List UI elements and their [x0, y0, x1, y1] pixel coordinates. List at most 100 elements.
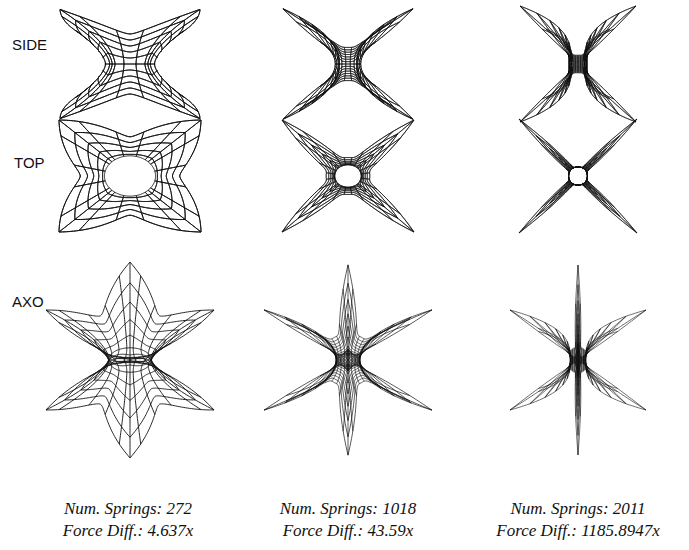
mesh-line: [549, 148, 607, 204]
mesh-line: [155, 181, 186, 187]
mesh-line: [103, 70, 157, 75]
mesh-view: [283, 9, 413, 120]
mesh-line: [356, 22, 392, 106]
mesh-line: [98, 42, 162, 52]
mesh-line: [283, 9, 413, 48]
mesh-line: [155, 165, 186, 171]
mesh-line: [299, 78, 397, 111]
mesh-line: [116, 196, 124, 220]
mesh-line: [79, 192, 115, 230]
mesh-line: [151, 136, 200, 164]
mesh-line: [103, 154, 158, 197]
mesh-line: [302, 299, 395, 356]
mesh-view: [264, 265, 432, 455]
mesh-line: [545, 301, 611, 359]
mesh-line: [585, 182, 637, 233]
mesh-line: [569, 167, 588, 185]
mesh-line: [334, 164, 361, 187]
mesh-line: [98, 76, 162, 86]
mesh-line: [282, 120, 414, 232]
mesh-line: [330, 161, 366, 192]
mesh-line: [519, 119, 571, 170]
mesh-line: [325, 326, 371, 359]
mesh-line: [98, 150, 163, 201]
mesh-view: [510, 265, 646, 455]
mesh-line: [335, 165, 361, 187]
mesh-line: [312, 25, 384, 53]
mesh-line: [88, 143, 172, 209]
mesh-line: [94, 320, 166, 362]
mesh-line: [537, 72, 619, 115]
mesh-line: [536, 136, 619, 217]
mesh-line: [148, 120, 201, 162]
mesh-line: [519, 119, 637, 233]
mesh-line: [569, 167, 588, 185]
mesh-line: [584, 29, 610, 99]
mesh-line: [356, 22, 392, 106]
mesh-line: [81, 361, 179, 418]
mesh-line: [330, 161, 366, 192]
mesh-line: [74, 181, 105, 187]
mesh-line: [264, 265, 432, 355]
mesh-line: [283, 81, 413, 120]
mesh-line: [151, 323, 201, 410]
mesh-line: [298, 134, 397, 218]
mesh-line: [60, 94, 200, 119]
mesh-line: [546, 29, 572, 99]
mesh-line: [74, 165, 105, 171]
caption-line: Num. Springs: 272: [62, 499, 194, 519]
mesh-line: [312, 145, 385, 207]
mesh-line: [116, 132, 124, 156]
mesh-line: [322, 154, 374, 198]
mesh-line: [46, 310, 109, 410]
mesh-line: [151, 310, 201, 397]
mesh-line: [60, 9, 200, 34]
row-label: SIDE: [10, 36, 49, 54]
mesh-line: [151, 310, 214, 410]
mesh-line: [81, 302, 179, 359]
mesh-line: [59, 120, 201, 232]
mesh-line: [104, 156, 155, 196]
mesh-line: [584, 29, 610, 99]
mesh-view: [519, 119, 637, 233]
mesh-line: [104, 354, 156, 385]
mesh-line: [109, 348, 152, 372]
mesh-line: [519, 182, 571, 233]
mesh-line: [119, 276, 127, 363]
mesh-line: [89, 82, 172, 97]
mesh-line: [530, 284, 626, 358]
mesh-line: [569, 42, 588, 60]
mesh-line: [569, 167, 588, 185]
mesh-line: [285, 365, 412, 437]
mesh-line: [520, 73, 636, 122]
mesh-line: [88, 143, 172, 209]
mesh-line: [145, 192, 181, 230]
mesh-line: [65, 363, 195, 438]
mesh-line: [296, 22, 338, 106]
mesh-line: [103, 53, 157, 58]
mesh-line: [119, 357, 127, 444]
mesh-line: [537, 13, 619, 56]
row-label: TOP: [12, 154, 47, 172]
mesh-line: [312, 145, 385, 207]
mesh-line: [536, 136, 619, 217]
mesh-line: [334, 164, 361, 187]
mesh-view: [60, 9, 200, 118]
mesh-line: [358, 22, 400, 106]
mesh-line: [76, 88, 185, 108]
mesh-line: [323, 32, 374, 54]
mesh-line: [302, 364, 395, 421]
mesh-line: [569, 64, 588, 65]
mesh-view: [46, 262, 214, 458]
mesh-line: [550, 71, 607, 108]
mesh-line: [546, 29, 572, 99]
mesh-line: [59, 323, 109, 410]
mesh-line: [519, 119, 637, 233]
mesh-line: [550, 21, 607, 58]
mesh-line: [559, 157, 598, 195]
mesh-line: [136, 196, 144, 220]
mesh-line: [510, 265, 646, 357]
caption-line: Force Diff.: 43.59x: [281, 521, 416, 541]
mesh-line: [285, 283, 412, 355]
